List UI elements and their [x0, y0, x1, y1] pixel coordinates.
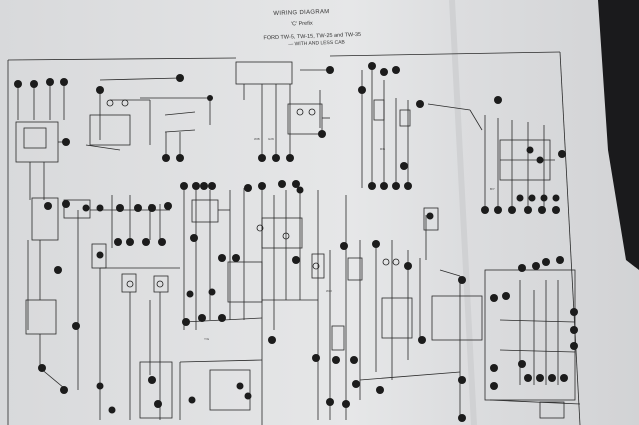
svg-text:Y/G: Y/G — [204, 337, 210, 341]
diagram-title-block: WIRING DIAGRAM 'C' Prefix FORD TW-5, TW-… — [221, 7, 382, 50]
hollow-terminals — [106, 99, 400, 288]
svg-text:W/R: W/R — [326, 289, 333, 293]
svg-text:W/B: W/B — [254, 137, 260, 141]
svg-text:G/W: G/W — [268, 137, 274, 141]
svg-text:B/Y: B/Y — [490, 187, 495, 191]
svg-text:R/B: R/B — [380, 147, 385, 151]
connector-terminals — [14, 62, 578, 422]
wire-codes: W/B G/W R/B B/Y Y/G W/R — [204, 137, 495, 341]
circuit-lines — [7, 51, 581, 425]
diagram-prefix: 'C' Prefix — [290, 20, 313, 28]
